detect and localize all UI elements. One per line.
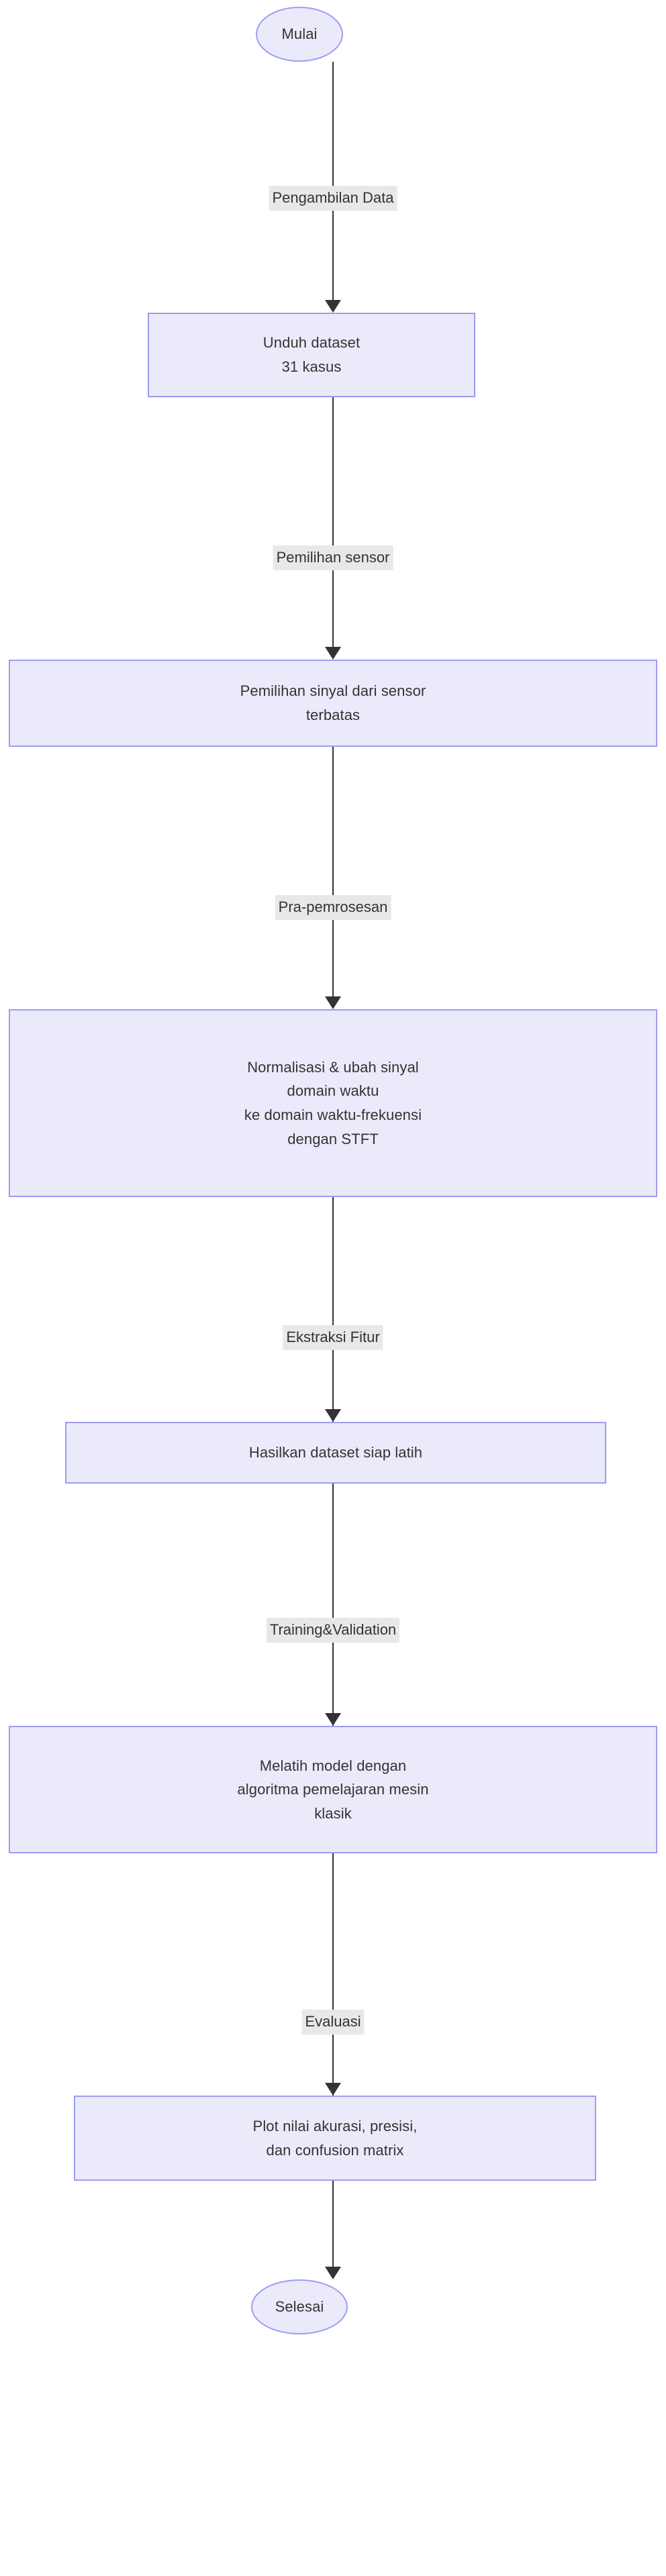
connector-unduh-dataset-to-pemilihan-sinyal [332,397,334,647]
arrowhead-pemilihan-sinyal-to-normalisasi [325,996,341,1009]
node-melatih-model[interactable]: Melatih model dengan algoritma pemelajar… [9,1726,657,1853]
node-dataset-siap-latih-label: Hasilkan dataset siap latih [248,1444,423,1461]
node-start[interactable]: Mulai [256,7,343,62]
edge-label-pra-pemrosesan: Pra-pemrosesan [275,895,391,920]
node-normalisasi-stft-label: Normalisasi & ubah sinyal domain waktu k… [244,1058,422,1147]
connector-pemilihan-sinyal-to-normalisasi [332,747,334,996]
arrowhead-melatih-model-to-plot-evaluasi [325,2083,341,2096]
node-unduh-dataset[interactable]: Unduh dataset 31 kasus [148,313,475,397]
arrowhead-dataset-siap-latih-to-melatih-model [325,1713,341,1726]
node-pemilihan-sinyal-label: Pemilihan sinyal dari sensor terbatas [240,682,426,723]
connector-normalisasi-to-dataset-siap-latih [332,1197,334,1423]
node-start-label: Mulai [281,25,318,42]
connector-start-to-unduh-dataset [332,62,334,300]
arrowhead-plot-evaluasi-to-end [325,2267,341,2279]
connector-melatih-model-to-plot-evaluasi [332,1853,334,2096]
connector-dataset-siap-latih-to-melatih-model [332,1484,334,1727]
node-end[interactable]: Selesai [251,2279,348,2334]
edge-label-pemilihan-sensor: Pemilihan sensor [273,546,393,570]
connector-plot-evaluasi-to-end [332,2181,334,2267]
node-dataset-siap-latih[interactable]: Hasilkan dataset siap latih [65,1422,606,1484]
node-plot-evaluasi-label: Plot nilai akurasi, presisi, dan confusi… [252,2117,418,2159]
node-unduh-dataset-label: Unduh dataset 31 kasus [263,334,361,375]
edge-label-training-validation: Training&Validation [266,1618,400,1643]
arrowhead-unduh-dataset-to-pemilihan-sinyal [325,647,341,660]
node-pemilihan-sinyal[interactable]: Pemilihan sinyal dari sensor terbatas [9,660,657,747]
arrowhead-start-to-unduh-dataset [325,300,341,313]
node-normalisasi-stft[interactable]: Normalisasi & ubah sinyal domain waktu k… [9,1009,657,1197]
node-melatih-model-label: Melatih model dengan algoritma pemelajar… [237,1757,429,1822]
edge-label-pengambilan-data: Pengambilan Data [269,186,397,211]
edge-label-ekstraksi-fitur: Ekstraksi Fitur [283,1325,383,1350]
arrowhead-normalisasi-to-dataset-siap-latih [325,1409,341,1422]
node-plot-evaluasi[interactable]: Plot nilai akurasi, presisi, dan confusi… [74,2096,596,2181]
node-end-label: Selesai [275,2298,324,2315]
edge-label-evaluasi: Evaluasi [301,2010,365,2034]
